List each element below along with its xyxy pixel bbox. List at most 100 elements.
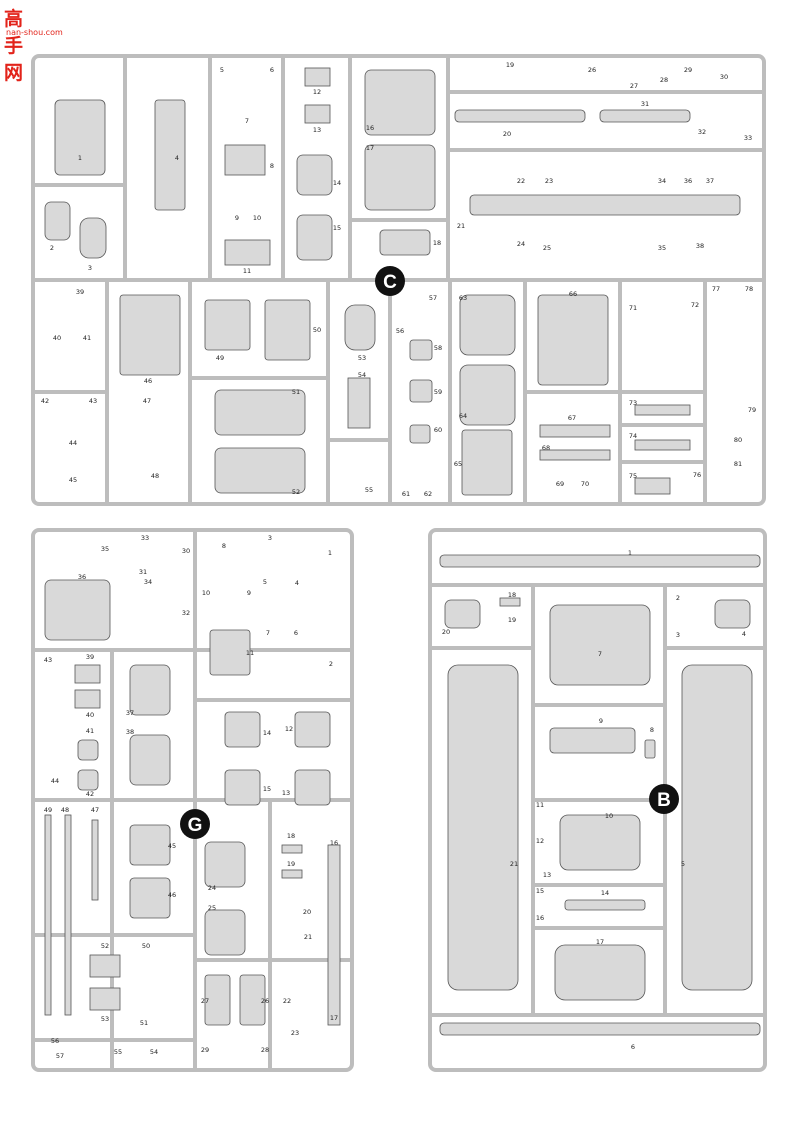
part-label-c-20: 20: [503, 130, 511, 138]
part-label-g-39: 39: [86, 653, 94, 661]
part-label-g-3: 3: [268, 534, 272, 542]
part-label-c-71: 71: [629, 304, 637, 312]
part-label-c-1: 1: [78, 154, 82, 162]
part-label-g-26: 26: [261, 997, 269, 1005]
part-label-c-27: 27: [630, 82, 638, 90]
part-label-c-39: 39: [76, 288, 84, 296]
part-label-g-31: 31: [139, 568, 147, 576]
part-label-g-22: 22: [283, 997, 291, 1005]
part-label-g-2: 2: [329, 660, 333, 668]
part-label-g-42: 42: [86, 790, 94, 798]
svg-text:G: G: [188, 815, 203, 836]
part-label-c-76: 76: [693, 471, 701, 479]
part-label-c-9: 9: [235, 214, 239, 222]
part-label-g-47: 47: [91, 806, 99, 814]
part-label-g-6: 6: [294, 629, 298, 637]
part-label-c-29: 29: [684, 66, 692, 74]
part-label-b-5: 5: [681, 860, 685, 868]
part-label-g-18: 18: [287, 832, 295, 840]
part-label-c-79: 79: [748, 406, 756, 414]
part-label-g-21: 21: [304, 933, 312, 941]
part-label-c-50: 50: [313, 326, 321, 334]
part-label-c-44: 44: [69, 439, 77, 447]
part-label-g-30: 30: [182, 547, 190, 555]
part-label-g-53: 53: [101, 1015, 109, 1023]
sprue-g-parts: [44, 579, 341, 1026]
part-label-c-52: 52: [292, 488, 300, 496]
part-label-g-8: 8: [222, 542, 226, 550]
part-label-c-66: 66: [569, 290, 577, 298]
part-label-g-49: 49: [44, 806, 52, 814]
part-label-c-56: 56: [396, 327, 404, 335]
part-label-b-3: 3: [676, 631, 680, 639]
sprue-c-frame: [31, 54, 766, 506]
part-label-g-10: 10: [202, 589, 210, 597]
part-label-c-28: 28: [660, 76, 668, 84]
part-label-c-5: 5: [220, 66, 224, 74]
part-label-c-26: 26: [588, 66, 596, 74]
part-label-b-9: 9: [599, 717, 603, 725]
part-label-g-28: 28: [261, 1046, 269, 1054]
part-label-g-34: 34: [144, 578, 152, 586]
part-label-c-64: 64: [459, 412, 467, 420]
part-label-b-1: 1: [628, 549, 632, 557]
part-label-c-31: 31: [641, 100, 649, 108]
part-label-g-54: 54: [150, 1048, 158, 1056]
part-label-g-5: 5: [263, 578, 267, 586]
part-label-g-23: 23: [291, 1029, 299, 1037]
part-label-c-38: 38: [696, 242, 704, 250]
part-label-c-58: 58: [434, 344, 442, 352]
part-label-c-10: 10: [253, 214, 261, 222]
part-label-c-67: 67: [568, 414, 576, 422]
part-label-c-18: 18: [433, 239, 441, 247]
part-label-b-15: 15: [536, 887, 544, 895]
part-label-c-81: 81: [734, 460, 742, 468]
part-label-g-32: 32: [182, 609, 190, 617]
part-label-c-62: 62: [424, 490, 432, 498]
part-label-c-51: 51: [292, 388, 300, 396]
part-label-c-65: 65: [454, 460, 462, 468]
part-label-g-15: 15: [263, 785, 271, 793]
part-label-c-77: 77: [712, 285, 720, 293]
part-label-g-13: 13: [282, 789, 290, 797]
part-label-g-16: 16: [330, 839, 338, 847]
part-label-c-7: 7: [245, 117, 249, 125]
part-label-b-19: 19: [508, 616, 516, 624]
part-label-c-35: 35: [658, 244, 666, 252]
part-label-b-13: 13: [543, 871, 551, 879]
part-label-c-75: 75: [629, 472, 637, 480]
part-label-c-45: 45: [69, 476, 77, 484]
part-label-c-54: 54: [358, 371, 366, 379]
part-label-g-38: 38: [126, 728, 134, 736]
part-label-g-17: 17: [330, 1014, 338, 1022]
part-label-c-33: 33: [744, 134, 752, 142]
part-label-c-78: 78: [745, 285, 753, 293]
sprue-b-parts: [439, 554, 761, 1036]
part-label-g-45: 45: [168, 842, 176, 850]
part-label-c-40: 40: [53, 334, 61, 342]
part-label-g-9: 9: [247, 589, 251, 597]
part-label-c-61: 61: [402, 490, 410, 498]
sprue-c-badge: C: [375, 266, 405, 296]
part-label-c-47: 47: [143, 397, 151, 405]
part-label-g-25: 25: [208, 904, 216, 912]
part-label-c-36: 36: [684, 177, 692, 185]
part-label-c-73: 73: [629, 399, 637, 407]
part-label-c-49: 49: [216, 354, 224, 362]
part-label-g-4: 4: [295, 579, 299, 587]
part-label-g-50: 50: [142, 942, 150, 950]
part-label-g-29: 29: [201, 1046, 209, 1054]
part-label-c-60: 60: [434, 426, 442, 434]
part-label-c-2: 2: [50, 244, 54, 252]
part-label-g-44: 44: [51, 777, 59, 785]
part-label-c-70: 70: [581, 480, 589, 488]
part-label-c-59: 59: [434, 388, 442, 396]
part-label-g-40: 40: [86, 711, 94, 719]
sprue-g-badge: G: [180, 809, 210, 839]
part-label-g-55: 55: [114, 1048, 122, 1056]
part-label-g-43: 43: [44, 656, 52, 664]
svg-text:C: C: [383, 272, 397, 293]
part-label-c-15: 15: [333, 224, 341, 232]
